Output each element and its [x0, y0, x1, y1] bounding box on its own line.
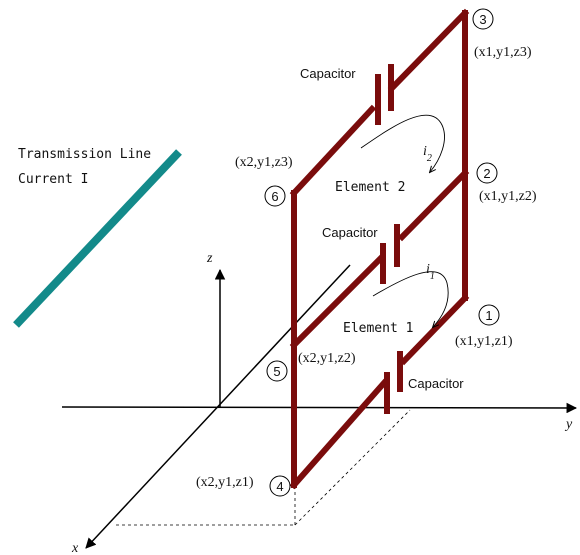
wire-mid-b [289, 254, 385, 350]
svg-text:6: 6 [271, 189, 278, 204]
node-1: 1 [478, 304, 500, 326]
svg-text:5: 5 [273, 364, 280, 379]
coord-node-5: (x2,y1,z2) [298, 351, 356, 366]
wire-top-b [289, 104, 377, 198]
svg-text:2: 2 [483, 166, 490, 181]
coord-node-6: (x2,y1,z3) [235, 155, 293, 170]
node-6: 6 [264, 185, 286, 207]
coord-node-2: (x1,y1,z2) [479, 189, 537, 204]
wire-bot-a [399, 293, 470, 366]
wire-mid-a [397, 168, 470, 242]
element-2-label: Element 2 [335, 180, 405, 195]
x-axis-label: x [71, 541, 79, 555]
transmission-line-label-1: Transmission Line [18, 147, 151, 162]
svg-text:1: 1 [485, 308, 492, 323]
node-4: 4 [269, 475, 291, 497]
capacitor-mid-label: Capacitor [322, 225, 378, 240]
current-i1-arrow [372, 271, 449, 327]
node-3: 3 [472, 8, 494, 30]
coord-node-4: (x2,y1,z1) [196, 475, 254, 490]
coord-node-1: (x1,y1,z1) [455, 334, 513, 349]
y-axis [61, 402, 578, 414]
capacitor-bot-label: Capacitor [408, 376, 464, 391]
y-axis-label: y [564, 417, 573, 432]
svg-text:4: 4 [276, 479, 283, 494]
current-i2-arrow [360, 114, 445, 172]
x-axis [85, 264, 351, 549]
current-i1-label: i1 [426, 262, 435, 282]
z-axis-label: z [206, 251, 213, 266]
transmission-line [13, 149, 182, 328]
node-2: 2 [476, 162, 498, 184]
svg-text:3: 3 [479, 12, 486, 27]
current-i2-label: i2 [423, 144, 432, 164]
wire-top-a [387, 8, 470, 93]
wire-bot-b [289, 378, 389, 490]
transmission-line-label-2: Current I [18, 172, 88, 187]
element-1-label: Element 1 [343, 321, 413, 336]
coord-node-3: (x1,y1,z3) [474, 45, 532, 60]
node-5: 5 [266, 360, 288, 382]
capacitor-top-label: Capacitor [300, 66, 356, 81]
